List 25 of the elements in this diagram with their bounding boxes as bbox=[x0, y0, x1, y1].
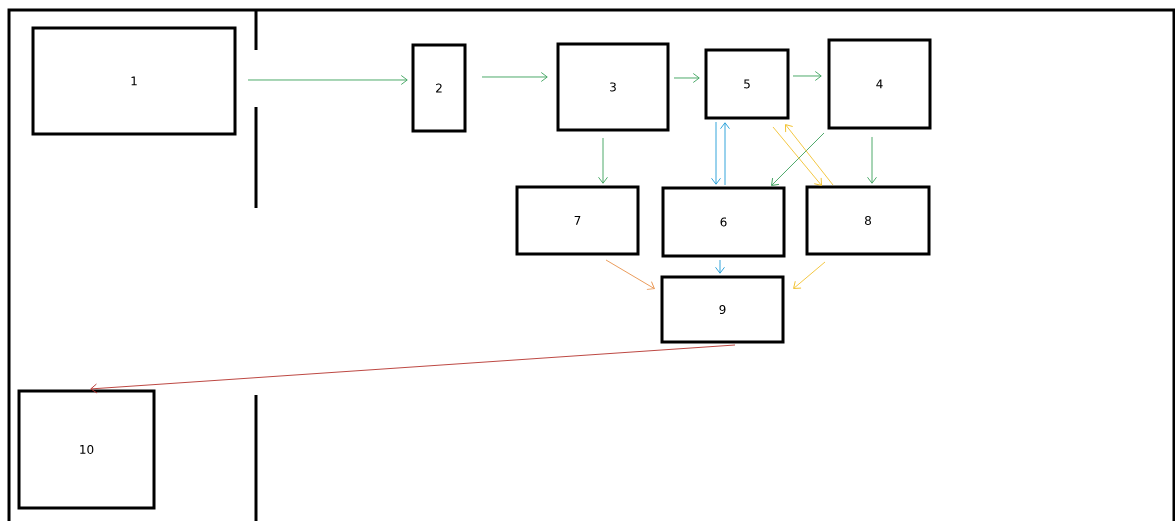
arrow bbox=[793, 261, 826, 289]
process-box: 8 bbox=[805, 185, 931, 256]
process-box: 1 bbox=[31, 26, 237, 136]
arrow bbox=[90, 344, 736, 394]
arrow bbox=[598, 137, 608, 184]
arrow bbox=[481, 72, 548, 82]
process-box: 5 bbox=[704, 48, 790, 120]
process-box: 10 bbox=[17, 389, 156, 510]
process-box: 3 bbox=[556, 42, 670, 132]
arrow bbox=[772, 126, 822, 186]
process-box: 4 bbox=[827, 38, 932, 130]
arrow bbox=[720, 122, 730, 186]
process-box: 2 bbox=[411, 43, 467, 133]
process-box: 6 bbox=[661, 186, 786, 258]
arrow bbox=[711, 121, 721, 185]
process-box: 7 bbox=[515, 185, 640, 256]
arrow bbox=[785, 124, 834, 186]
arrow bbox=[673, 73, 700, 83]
arrow bbox=[715, 259, 725, 274]
arrow bbox=[605, 259, 655, 290]
arrow bbox=[867, 136, 877, 184]
arrow bbox=[247, 75, 408, 85]
process-box: 9 bbox=[660, 275, 785, 344]
arrow bbox=[771, 132, 825, 186]
arrow bbox=[792, 71, 822, 81]
